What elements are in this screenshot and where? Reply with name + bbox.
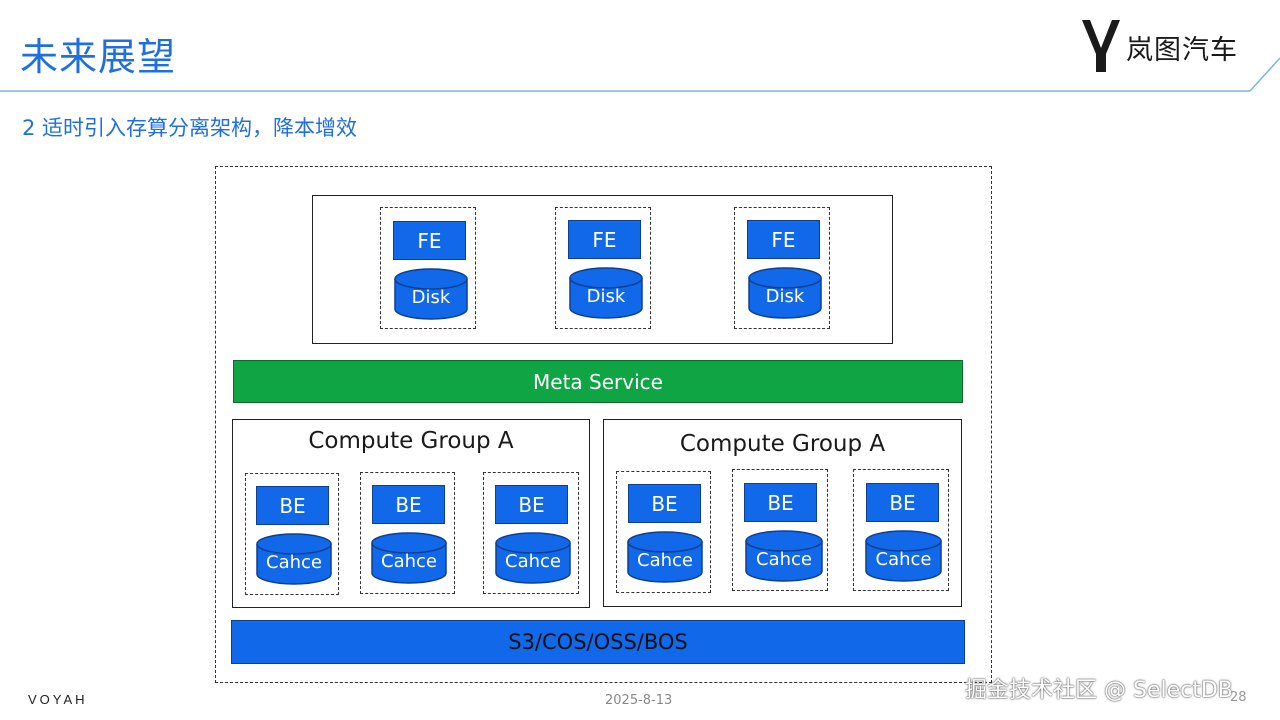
cache-label: Cahce [875, 549, 932, 570]
be-node-frame [616, 471, 711, 593]
architecture-frame [215, 166, 992, 683]
be-node-frame [360, 472, 455, 594]
cache-label: Cahce [637, 550, 693, 571]
disk-label: Disk [765, 286, 805, 307]
voyah-logo-icon [1082, 20, 1120, 72]
disk-label: Disk [586, 286, 626, 307]
object-storage-bar: S3/COS/OSS/BOS [231, 620, 965, 664]
cache-cylinder-icon: Cahce [745, 530, 823, 582]
cache-cylinder-icon: Cahce [495, 532, 571, 584]
be-node-frame [853, 469, 949, 591]
be-box: BE [866, 483, 939, 522]
be-box: BE [628, 484, 701, 523]
footer-date: 2025-8-13 [605, 693, 673, 708]
be-box: BE [372, 485, 445, 524]
fe-box: FE [568, 220, 641, 259]
cache-cylinder-icon: Cahce [371, 532, 447, 584]
cache-label: Cahce [505, 551, 561, 572]
disk-cylinder-icon: Disk [394, 268, 468, 320]
fe-node-frame [734, 207, 830, 329]
fe-node-frame [380, 207, 476, 329]
cache-label: Cahce [266, 552, 322, 573]
page-number: 28 [1230, 690, 1247, 705]
slide-subtitle: 2 适时引入存算分离架构，降本增效 [22, 116, 358, 140]
be-box: BE [495, 485, 568, 524]
footer-brand-text: VOYAH [28, 692, 88, 706]
compute-group-title: Compute Group A [679, 431, 886, 457]
disk-cylinder-icon: Disk [748, 267, 822, 319]
disk-cylinder-icon: Disk [569, 267, 643, 319]
watermark-text: 掘金技术社区 @ SelectDB [965, 678, 1233, 703]
cache-cylinder-icon: Cahce [865, 530, 942, 582]
fe-node-frame [555, 207, 651, 329]
disk-label: Disk [411, 287, 451, 308]
brand-logo-text: 岚图汽车 [1126, 35, 1238, 66]
be-node-frame [483, 472, 579, 594]
fe-box: FE [747, 220, 820, 259]
cache-cylinder-icon: Cahce [627, 531, 703, 583]
header-divider [0, 57, 1280, 92]
cache-label: Cahce [756, 549, 812, 570]
be-box: BE [256, 486, 329, 525]
be-node-frame [245, 473, 339, 595]
compute-group-title: Compute Group A [308, 428, 514, 454]
page-title: 未来展望 [20, 35, 177, 79]
fe-box: FE [393, 221, 466, 260]
be-node-frame [732, 469, 828, 591]
be-box: BE [744, 483, 817, 522]
voyah-wordmark: VOYAH [28, 692, 88, 706]
meta-service-bar: Meta Service [233, 360, 963, 403]
cache-cylinder-icon: Cahce [256, 533, 332, 585]
cache-label: Cahce [381, 551, 437, 572]
